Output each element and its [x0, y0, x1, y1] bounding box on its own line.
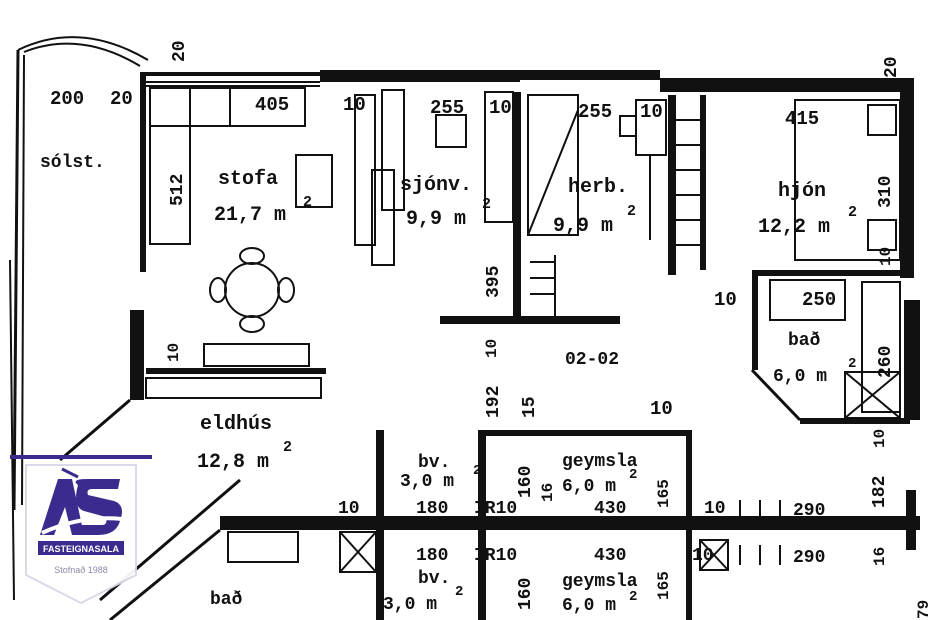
dim-192: 192: [484, 386, 504, 418]
dim-10-c: 10: [640, 101, 663, 123]
dim-180-a: 180: [416, 499, 448, 519]
dim-395: 395: [484, 266, 504, 298]
dim-10-k: 10: [704, 499, 726, 519]
dim-160-b: 160: [516, 578, 536, 610]
label-stofa-sup: 2: [303, 194, 312, 211]
label-solstofa: sólst.: [40, 153, 105, 173]
dim-15: 15: [520, 396, 540, 418]
dim-250: 250: [802, 289, 836, 311]
label-bv2-sup: 2: [455, 584, 463, 600]
label-geymsla1: geymsla: [562, 452, 638, 472]
label-bad1-sup: 2: [848, 356, 856, 372]
dimension-labels: 200 20 20 20 405 10 255 10 255 10 415 51…: [50, 40, 929, 619]
as-monogram-icon: [40, 467, 123, 535]
label-stofa-area: 21,7 m: [214, 204, 286, 227]
label-hjon: hjón: [778, 180, 826, 203]
label-geymsla1-sup: 2: [629, 467, 637, 483]
dim-10-a: 10: [343, 94, 366, 116]
dim-20-top: 20: [170, 40, 190, 62]
label-bv2-area: 3,0 m: [383, 595, 437, 615]
dim-165-b: 165: [655, 571, 673, 600]
dim-180-b: 180: [416, 546, 448, 566]
dim-255-b: 255: [578, 101, 612, 123]
dim-ir10-b: IR10: [474, 546, 517, 566]
dim-255-a: 255: [430, 97, 464, 119]
dim-79: 79: [915, 600, 929, 619]
label-sjonv: sjónv.: [400, 174, 472, 197]
dim-310: 310: [876, 176, 896, 208]
logo-founded: Stofnað 1988: [54, 565, 108, 575]
dim-10-j: 10: [338, 499, 360, 519]
label-bv1-sup: 2: [473, 463, 481, 479]
dim-10-l: 10: [692, 546, 714, 566]
logo-brand: FASTEIGNASALA: [43, 544, 120, 554]
dim-20-left: 20: [110, 88, 133, 110]
label-bv2: bv.: [418, 569, 450, 589]
label-hjon-area: 12,2 m: [758, 216, 830, 239]
fixtures: [9, 81, 901, 601]
label-sjonv-sup: 2: [482, 196, 491, 213]
label-hjon-sup: 2: [848, 204, 857, 221]
dim-10-d: 10: [877, 247, 895, 266]
dim-182: 182: [870, 476, 890, 508]
dim-10-e: 10: [483, 339, 501, 358]
dim-200: 200: [50, 88, 84, 110]
label-herb-sup: 2: [627, 203, 636, 220]
label-geymsla2: geymsla: [562, 572, 638, 592]
dim-160-a: 160: [516, 466, 536, 498]
dim-16-a: 16: [539, 483, 557, 502]
dim-405: 405: [255, 94, 289, 116]
dim-512: 512: [168, 174, 188, 206]
dim-430-b: 430: [594, 546, 626, 566]
dim-260: 260: [876, 346, 896, 378]
dim-10-b: 10: [489, 97, 512, 119]
label-herb: herb.: [568, 176, 628, 199]
agency-logo: FASTEIGNASALA Stofnað 1988: [10, 455, 152, 605]
dim-415: 415: [785, 108, 819, 130]
dim-10-i: 10: [871, 429, 889, 448]
label-geymsla2-area: 6,0 m: [562, 596, 616, 616]
dim-430-a: 430: [594, 499, 626, 519]
dim-290-b: 290: [793, 548, 825, 568]
dim-10-f: 10: [714, 289, 737, 311]
label-drawing-code: 02-02: [565, 350, 619, 370]
label-geymsla2-sup: 2: [629, 589, 637, 605]
dim-16-b: 16: [871, 547, 889, 566]
label-eldhus-sup: 2: [283, 439, 292, 456]
room-labels: sólst. stofa 21,7 m 2 sjónv. 9,9 m 2 her…: [40, 153, 857, 616]
label-eldhus: eldhús: [200, 413, 272, 436]
dim-10-g: 10: [165, 343, 183, 362]
label-bv1-area: 3,0 m: [400, 472, 454, 492]
label-bad1: bað: [788, 331, 820, 351]
label-bad2: bað: [210, 590, 242, 610]
label-bv1: bv.: [418, 453, 450, 473]
dim-20-right: 20: [882, 56, 902, 78]
label-bad1-area: 6,0 m: [773, 367, 827, 387]
dim-165-a: 165: [655, 479, 673, 508]
dim-ir10-a: IR10: [474, 499, 517, 519]
walls: [12, 36, 920, 620]
label-geymsla1-area: 6,0 m: [562, 477, 616, 497]
label-eldhus-area: 12,8 m: [197, 451, 269, 474]
dim-290-a: 290: [793, 501, 825, 521]
label-stofa: stofa: [218, 168, 278, 191]
label-herb-area: 9,9 m: [553, 215, 613, 238]
label-sjonv-area: 9,9 m: [406, 208, 466, 231]
dim-10-h: 10: [650, 398, 673, 420]
